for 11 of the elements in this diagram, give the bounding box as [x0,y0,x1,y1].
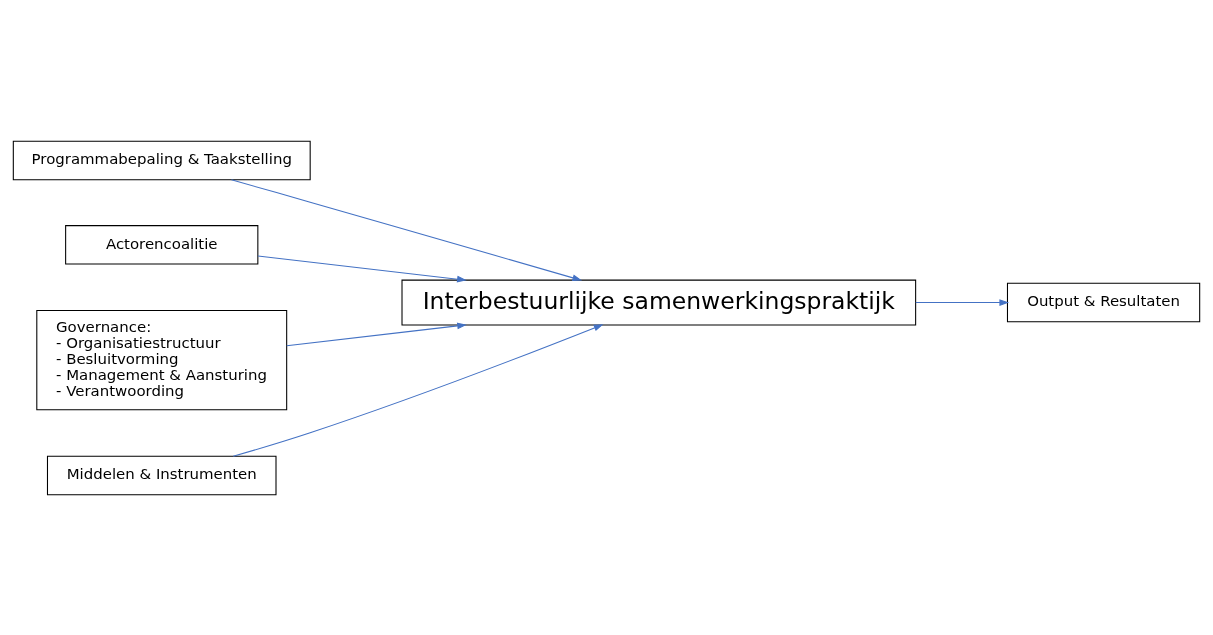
node-box: Programmabepaling & Taakstelling [12,140,311,180]
arrow [915,298,1010,306]
arrow [257,254,467,282]
arrow [286,322,467,346]
node-box: Interbestuurlijke samenwerkingspraktijk [401,279,917,325]
node-box: Output & Resultaten [1006,282,1201,322]
node-box: Middelen & Instrumenten [46,455,277,495]
arrow [230,178,583,281]
arrow [232,323,604,457]
node-box: Actorencoalitie [65,224,259,265]
node-box: Governance: - Organisatiestructuur - Besluitvorming - Management & Aansturing - Verantwoording [36,309,288,410]
